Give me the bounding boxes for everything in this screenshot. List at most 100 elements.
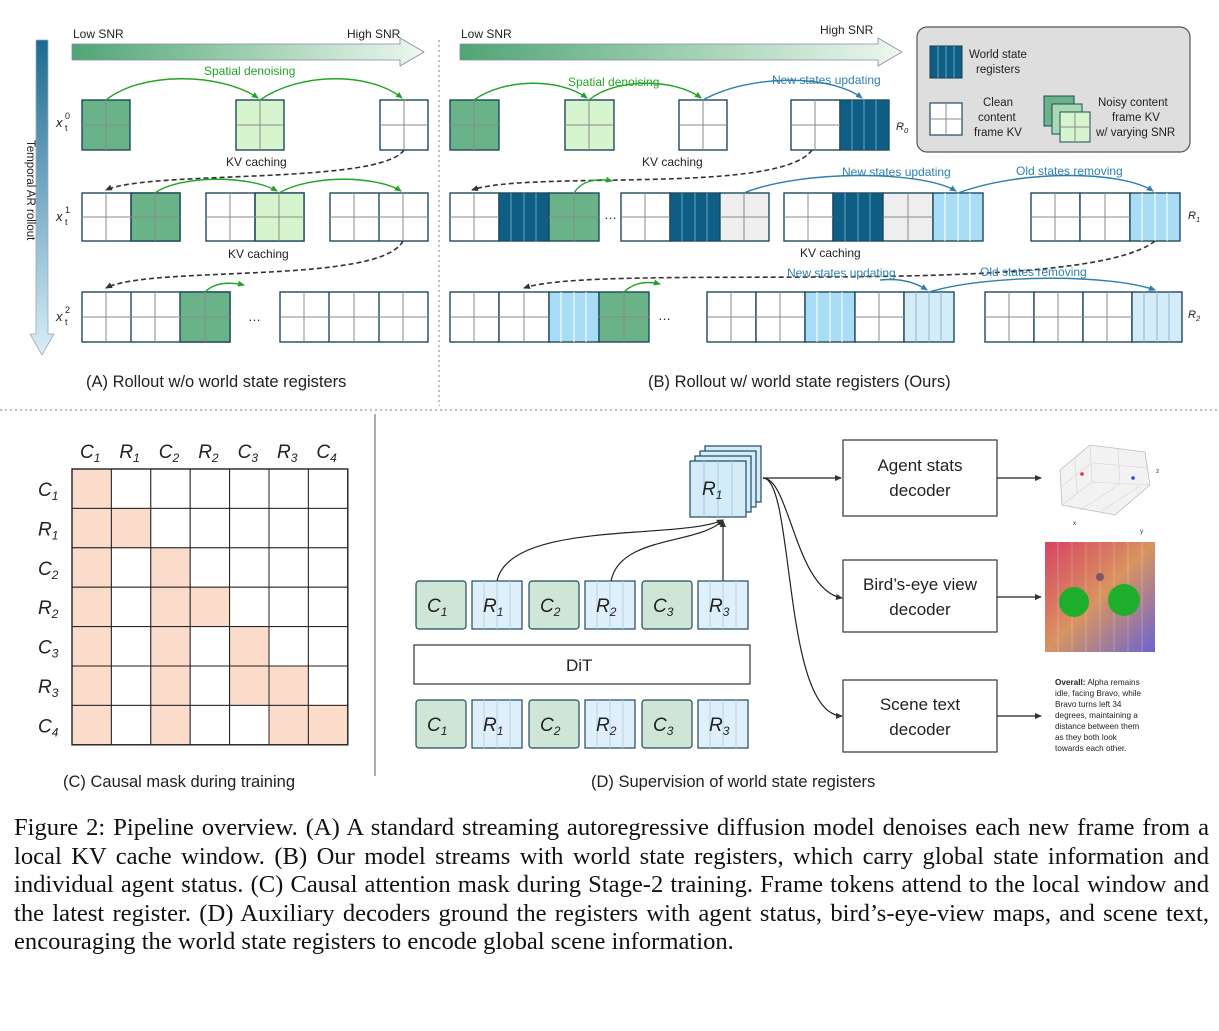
svg-text:w/ varying SNR: w/ varying SNR (1095, 127, 1175, 139)
mask-border (71, 468, 349, 746)
mask-cell-2-0 (71, 547, 112, 588)
b-old-states-label-3: Old states removing (980, 265, 1087, 279)
input-token-label-0: C1 (427, 715, 447, 738)
register-r1-to-stack-arrow (496, 519, 724, 582)
mask-cell-4-1 (110, 626, 152, 667)
b-new-states-label-1: New states updating (772, 73, 881, 87)
svg-text:x: x (55, 115, 63, 130)
svg-text:2: 2 (65, 305, 70, 315)
mask-row-label-5: R3 (38, 677, 59, 700)
b-spatial-arrow-4 (623, 279, 661, 293)
mask-cell-4-4 (229, 626, 270, 667)
a-spatial-arrow-2 (259, 78, 403, 101)
scene-text-output: Overall: Alpha remains idle, facing Brav… (1055, 678, 1143, 753)
input-token-label-5: R3 (709, 715, 730, 738)
svg-text:Clean: Clean (983, 97, 1013, 109)
mask-col-label-2: C2 (159, 442, 180, 465)
plot-x-axis-label: x (1073, 520, 1077, 527)
mask-col-label-4: C3 (238, 442, 259, 465)
mask-cell-5-5 (268, 665, 309, 706)
b-high-snr-label: High SNR (820, 23, 874, 37)
b-new-states-arrow-2 (743, 174, 957, 194)
low-snr-label: Low SNR (73, 27, 124, 41)
mask-cell-5-0 (71, 665, 112, 706)
mask-cell-3-3 (189, 586, 231, 628)
b-legend: World state registers Clean content fram… (916, 26, 1191, 153)
mask-cell-3-0 (71, 586, 112, 628)
mask-cell-6-6 (307, 704, 349, 746)
plot-z-axis-label: z (1156, 468, 1159, 475)
mask-col-label-1: R1 (119, 442, 139, 465)
b-kv-caching-label-2: KV caching (800, 246, 861, 260)
b-row1-frames (449, 192, 1181, 242)
mask-cell-4-2 (150, 626, 191, 667)
mask-cell-6-1 (110, 704, 152, 746)
mask-col-label-5: R3 (277, 442, 298, 465)
mask-col-label-3: R2 (198, 442, 219, 465)
plot-y-axis-label: y (1140, 528, 1144, 535)
b-ellipsis-1: … (604, 207, 617, 222)
svg-text:World state: World state (969, 49, 1027, 61)
output-token-label-3: R2 (596, 596, 617, 619)
row-label-0: x 0 t (55, 111, 70, 133)
mask-col-label-0: C1 (80, 442, 100, 465)
mask-cell-2-5 (268, 547, 309, 588)
mask-cell-4-5 (268, 626, 309, 667)
svg-text:Agent stats: Agent stats (877, 456, 962, 475)
b-new-states-arrow-3 (879, 278, 928, 291)
mask-cell-5-2 (150, 665, 191, 706)
a-spatial-arrow-1 (105, 78, 259, 101)
b-kv-caching-label-1: KV caching (642, 155, 703, 169)
bev-map-image (1045, 542, 1155, 652)
a-kv-caching-label-2: KV caching (228, 247, 289, 261)
b-new-states-arrow-1 (702, 79, 863, 101)
temporal-rollout-arrow (29, 39, 55, 356)
mask-cell-2-2 (150, 547, 191, 588)
b-old-states-arrow-2 (957, 174, 1154, 194)
b-old-states-arrow-3 (928, 277, 1156, 293)
mask-cell-0-4 (229, 468, 270, 509)
mask-cell-0-6 (307, 468, 349, 509)
svg-text:0: 0 (65, 111, 70, 121)
b-kv-arrow-2 (523, 240, 1156, 289)
a-kv-arrow-1 (105, 149, 405, 191)
mask-cell-2-6 (307, 547, 349, 588)
input-token-label-2: C2 (540, 715, 561, 738)
dit-block (413, 644, 751, 685)
mask-cell-2-4 (229, 547, 270, 588)
svg-text:Scene text: Scene text (880, 695, 961, 714)
a-spatial-arrow-3 (154, 178, 278, 194)
bev-decoder: Bird’s-eye view decoder (842, 559, 998, 633)
output-token-label-2: C2 (540, 596, 561, 619)
b-spatial-denoising-label: Spatial denoising (568, 75, 659, 89)
mask-row-label-2: C2 (38, 559, 59, 582)
legend-noisy-swatch (1043, 95, 1091, 143)
b-r0-label: R0 (896, 121, 909, 135)
temporal-rollout-label: Temporal AR rollout (24, 140, 36, 241)
b-kv-arrow-1 (471, 149, 813, 191)
mask-cell-6-3 (189, 704, 231, 746)
mask-cell-3-1 (110, 586, 152, 628)
mask-row-label-4: C3 (38, 638, 59, 661)
b-ellipsis-2: … (658, 308, 671, 323)
dit-label: DiT (566, 656, 592, 675)
mask-cell-4-3 (189, 626, 231, 667)
mask-cell-6-4 (229, 704, 270, 746)
svg-text:registers: registers (976, 64, 1020, 76)
output-token-2 (528, 580, 580, 630)
mask-cell-3-2 (150, 586, 191, 628)
svg-text:decoder: decoder (889, 481, 951, 500)
svg-text:x: x (55, 309, 63, 324)
b-r2-label: R2 (1188, 309, 1201, 323)
panel-d-caption: (D) Supervision of world state registers (591, 773, 875, 791)
input-token-label-3: R2 (596, 715, 617, 738)
output-token-label-1: R1 (483, 596, 503, 619)
mask-cell-3-6 (307, 586, 349, 628)
svg-text:x: x (55, 209, 63, 224)
mask-cell-2-3 (189, 547, 231, 588)
causal-mask-grid (71, 468, 349, 746)
mask-row-label-6: C4 (38, 716, 59, 739)
mask-row-label-0: C1 (38, 480, 58, 503)
snr-arrow (71, 37, 425, 67)
